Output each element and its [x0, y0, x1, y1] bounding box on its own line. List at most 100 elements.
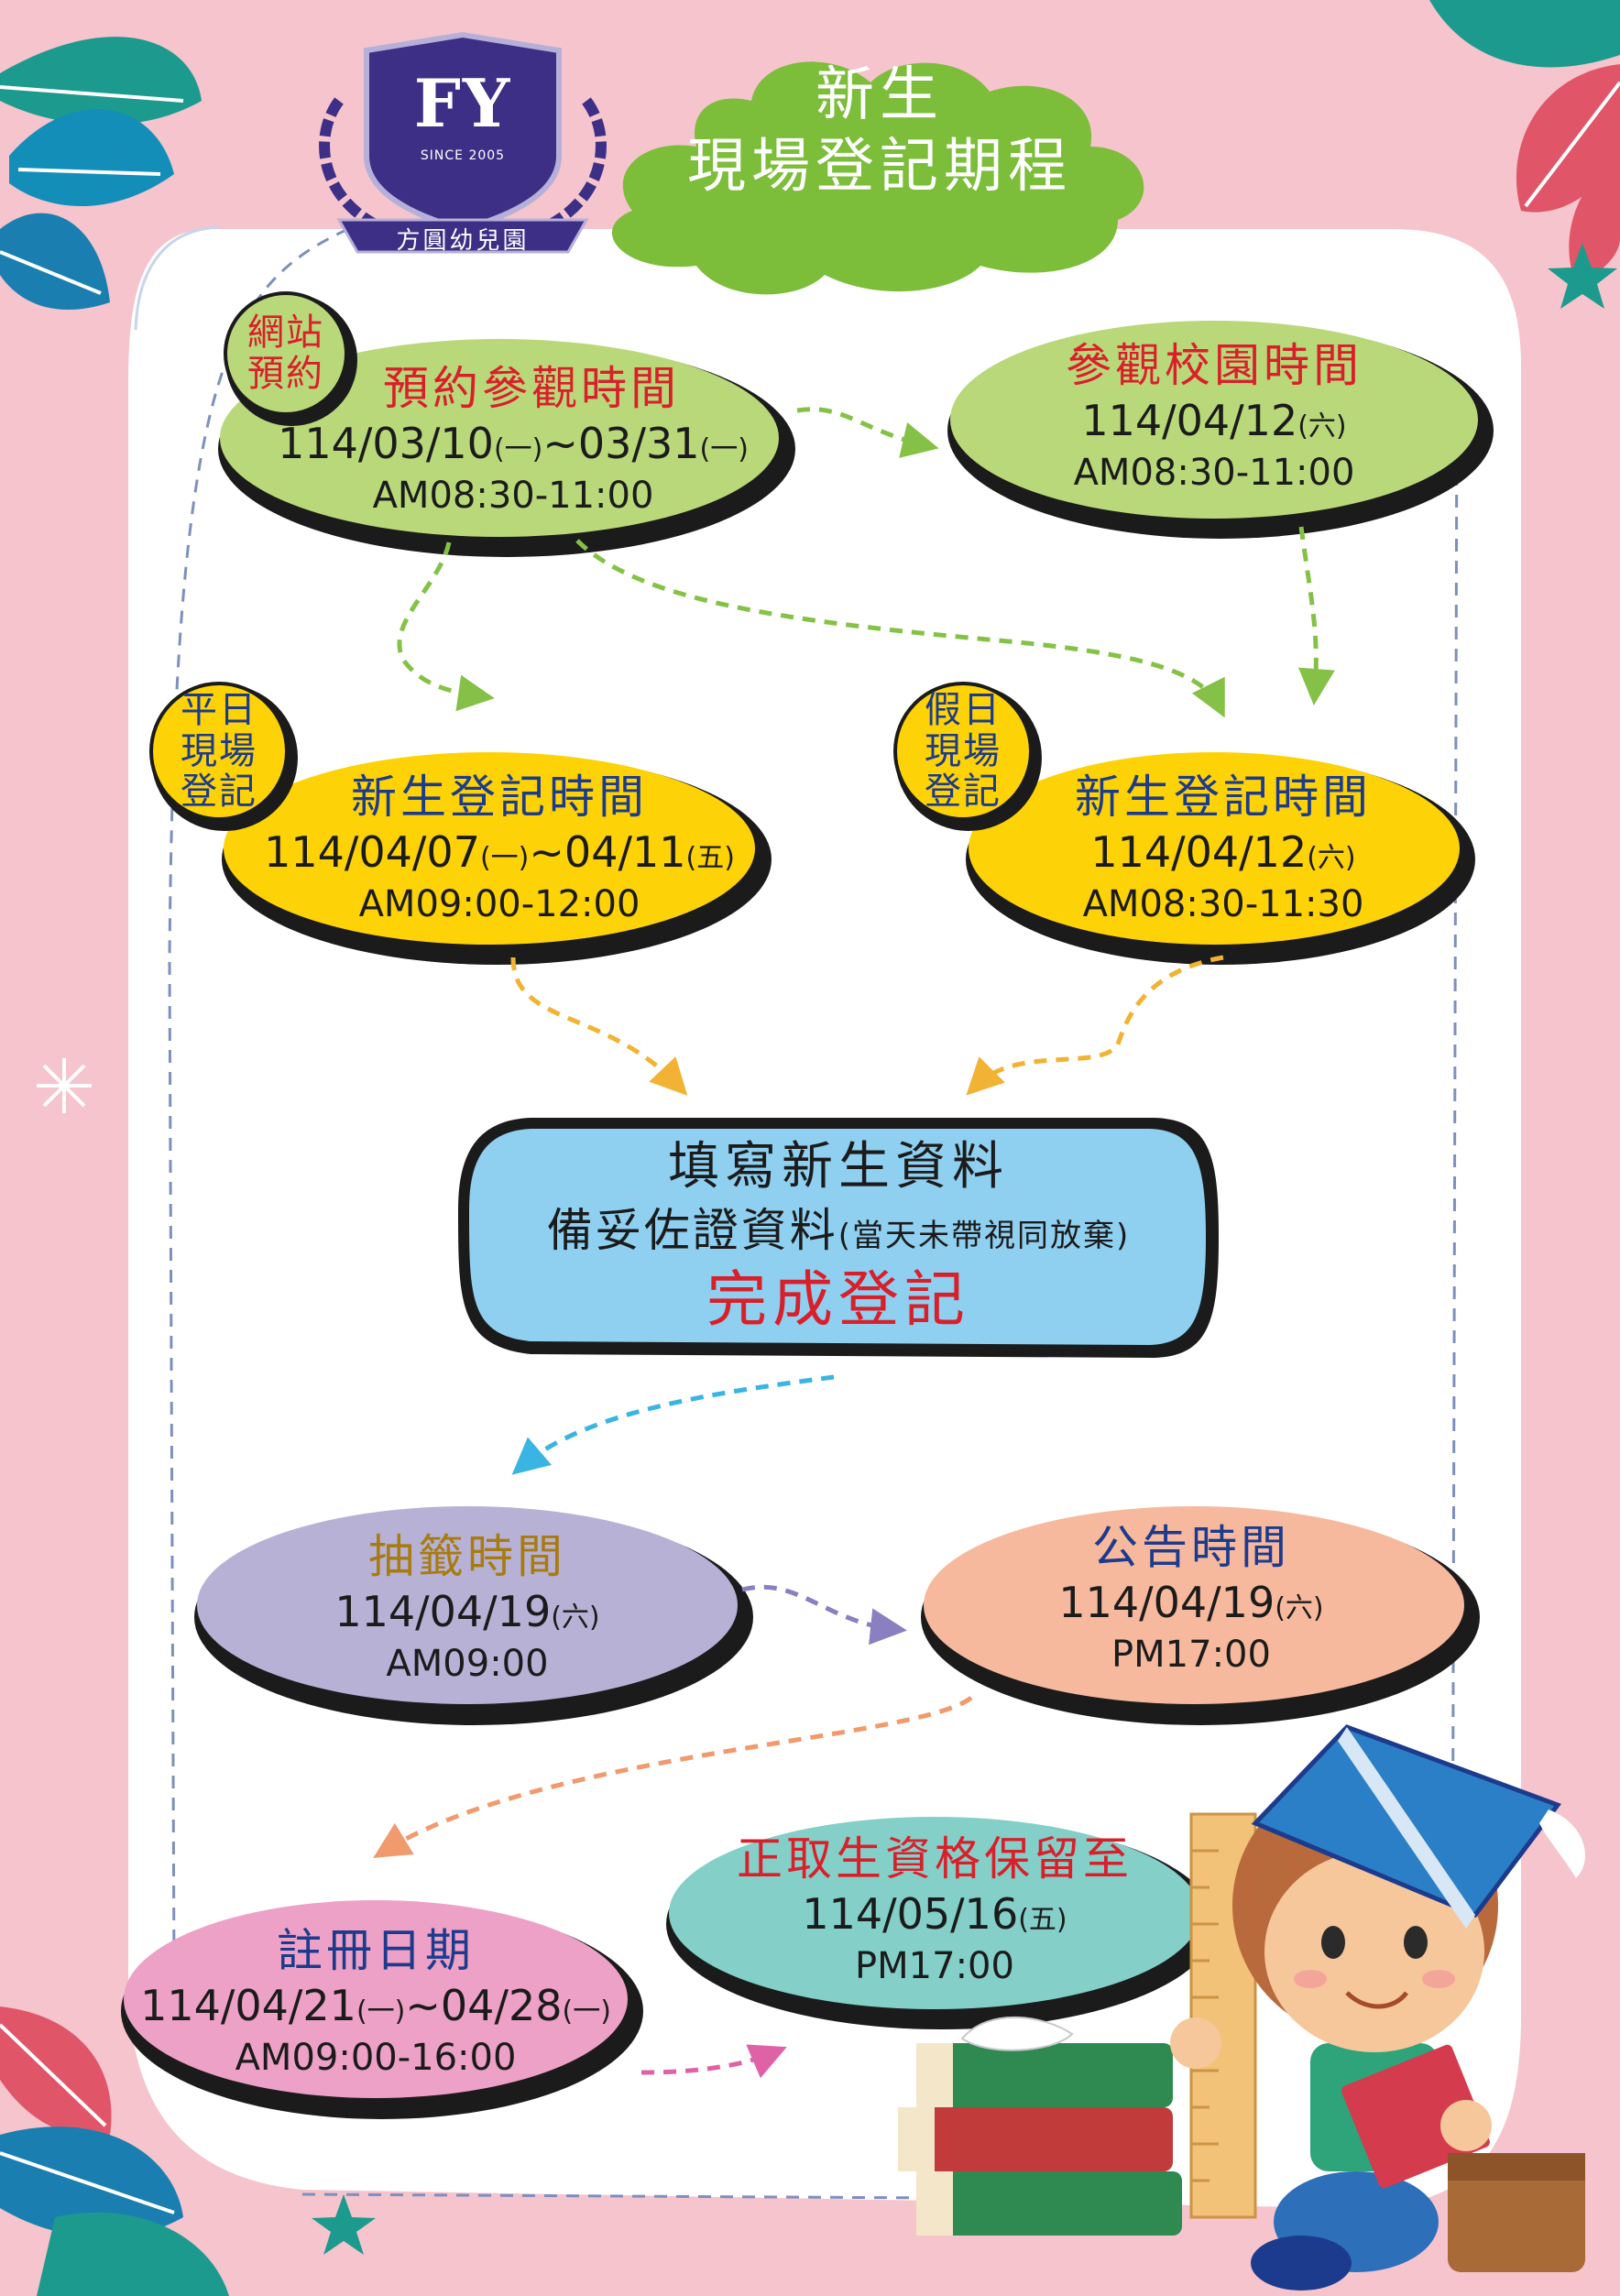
- logo-since: SINCE 2005: [420, 148, 506, 163]
- register-date-start: 114/04/21: [140, 1981, 356, 2031]
- register-date: 114/04/21(一)~04/28(一): [140, 1979, 611, 2034]
- holiday-reg-title: 新生登記時間: [1075, 770, 1372, 824]
- visit-date-main: 114/04/12: [1081, 396, 1298, 446]
- leaf-top-left-decoration: [0, 37, 202, 311]
- holiday-reg-time: AM08:30-11:30: [1082, 883, 1364, 926]
- arrow-complete-to-lottery: [511, 1374, 835, 1475]
- booking-time: AM08:30-11:00: [372, 475, 654, 518]
- announce-date-day: (六): [1275, 1592, 1324, 1625]
- arrow-weekday-to-complete: [510, 957, 688, 1096]
- weekday-reg-date-day1: (一): [479, 842, 530, 875]
- holiday-badge-line1: 假日: [925, 688, 1002, 731]
- complete-line3: 完成登記: [706, 1264, 970, 1335]
- logo-letters: FY: [413, 64, 512, 142]
- page-title-line2: 現場登記期程: [687, 133, 1072, 202]
- arrow-visit-to-holiday: [1297, 526, 1335, 705]
- register-card: 註冊日期 114/04/21(一)~04/28(一) AM09:00-16:00: [137, 1910, 614, 2094]
- weekday-reg-oval: [222, 752, 772, 965]
- weekday-reg-time: AM09:00-12:00: [358, 883, 640, 926]
- reserve-date-main: 114/05/16: [802, 1889, 1019, 1940]
- lottery-date-main: 114/04/19: [334, 1587, 552, 1637]
- visit-oval: [947, 321, 1494, 539]
- holiday-badge-line3: 登記: [925, 771, 1002, 814]
- weekday-reg-date-day2: (五): [685, 842, 735, 875]
- visit-date-day: (六): [1297, 410, 1347, 443]
- complete-card: 填寫新生資料 備妥佐證資料(當天未帶視同放棄) 完成登記: [458, 1116, 1219, 1358]
- booking-card: 預約參觀時間 114/03/10(一)~03/31(一) AM08:30-11:…: [275, 348, 751, 531]
- reserve-oval: [666, 1817, 1216, 2029]
- lottery-time: AM09:00: [386, 1643, 549, 1686]
- logo-school-name: 方圓幼兒園: [396, 227, 530, 255]
- weekday-badge-line1: 平日: [181, 688, 257, 731]
- holiday-badge: 假日 現場 登記: [895, 683, 1031, 819]
- reserve-title: 正取生資格保留至: [737, 1831, 1133, 1886]
- weekday-reg-date: 114/04/07(一)~04/11(五): [264, 825, 735, 880]
- announce-time: PM17:00: [1111, 1634, 1271, 1677]
- booking-date-day1: (一): [493, 433, 543, 466]
- teal-star-bottom-icon: [312, 2194, 376, 2255]
- booking-badge-line2: 預約: [247, 353, 324, 395]
- arrow-announce-to-register: [373, 1696, 973, 1858]
- booking-badge-line1: 網站: [247, 312, 324, 355]
- holiday-reg-card: 新生登記時間 114/04/12(六) AM08:30-11:30: [1008, 757, 1439, 940]
- booking-badge: 網站 預約: [225, 293, 346, 414]
- holiday-reg-date-day: (六): [1307, 842, 1356, 875]
- teal-star-icon: [1548, 243, 1617, 309]
- arrow-booking-to-visit: [796, 407, 939, 458]
- booking-badge-circle: [224, 291, 357, 426]
- weekday-reg-date-start: 114/04/07: [264, 827, 480, 878]
- booking-date-end: ~03/31: [542, 419, 700, 469]
- lottery-date: 114/04/19(六): [334, 1585, 599, 1640]
- complete-box: [458, 1118, 1219, 1358]
- announce-title: 公告時間: [1092, 1520, 1290, 1574]
- register-date-day1: (一): [356, 1995, 406, 2028]
- announce-date: 114/04/19(六): [1058, 1576, 1323, 1631]
- lottery-card: 抽籤時間 114/04/19(六) AM09:00: [238, 1516, 696, 1700]
- reserve-card: 正取生資格保留至 114/05/16(五) PM17:00: [696, 1819, 1173, 2002]
- complete-line2-note: (當天未帶視同放棄): [837, 1218, 1131, 1254]
- weekday-badge-line2: 現場: [181, 729, 257, 772]
- reserve-date: 114/05/16(五): [802, 1887, 1067, 1942]
- lottery-date-day: (六): [551, 1602, 600, 1635]
- booking-date: 114/03/10(一)~03/31(一): [278, 417, 749, 472]
- holiday-reg-date: 114/04/12(六): [1090, 825, 1355, 880]
- visit-date: 114/04/12(六): [1081, 394, 1346, 449]
- student-with-books-illustration: [898, 1724, 1585, 2291]
- weekday-reg-date-end: ~04/11: [529, 827, 686, 878]
- lottery-oval: [194, 1506, 753, 1725]
- holiday-reg-date-main: 114/04/12: [1090, 827, 1308, 878]
- page-title-line1: 新生: [815, 61, 944, 129]
- booking-date-day2: (一): [699, 433, 749, 466]
- announce-card: 公告時間 114/04/19(六) PM17:00: [962, 1507, 1420, 1690]
- weekday-badge-circle: [149, 682, 298, 831]
- booking-oval: [218, 339, 795, 557]
- visit-time: AM08:30-11:00: [1073, 452, 1355, 495]
- announce-oval: [921, 1506, 1480, 1725]
- reserve-date-day: (五): [1018, 1904, 1067, 1937]
- register-date-day2: (一): [562, 1995, 611, 2028]
- complete-line2: 備妥佐證資料(當天未帶視同放棄): [547, 1201, 1131, 1261]
- reserve-time: PM17:00: [855, 1945, 1014, 1988]
- visit-title: 參觀校園時間: [1066, 338, 1363, 392]
- holiday-badge-line2: 現場: [925, 729, 1002, 772]
- announce-date-main: 114/04/19: [1058, 1578, 1275, 1628]
- leaf-bottom-left-decoration: [0, 2006, 229, 2296]
- booking-date-start: 114/03/10: [278, 419, 494, 469]
- sparkle-icon: [37, 1058, 92, 1113]
- holiday-reg-oval: [966, 752, 1475, 965]
- complete-line1: 填寫新生資料: [668, 1137, 1009, 1197]
- register-title: 註冊日期: [277, 1923, 475, 1977]
- school-logo: [319, 31, 607, 254]
- weekday-reg-card: 新生登記時間 114/04/07(一)~04/11(五) AM09:00-12:…: [264, 757, 735, 940]
- weekday-badge-line3: 登記: [181, 771, 257, 814]
- weekday-reg-title: 新生登記時間: [351, 770, 648, 824]
- booking-title: 預約參觀時間: [383, 361, 680, 415]
- arrow-booking-to-holiday: [575, 539, 1225, 718]
- register-oval: [121, 1900, 643, 2119]
- arrow-register-to-reserve: [640, 2044, 787, 2079]
- title-cloud-shape: [611, 61, 1144, 295]
- holiday-badge-circle: [893, 682, 1042, 831]
- register-time: AM09:00-16:00: [235, 2037, 517, 2080]
